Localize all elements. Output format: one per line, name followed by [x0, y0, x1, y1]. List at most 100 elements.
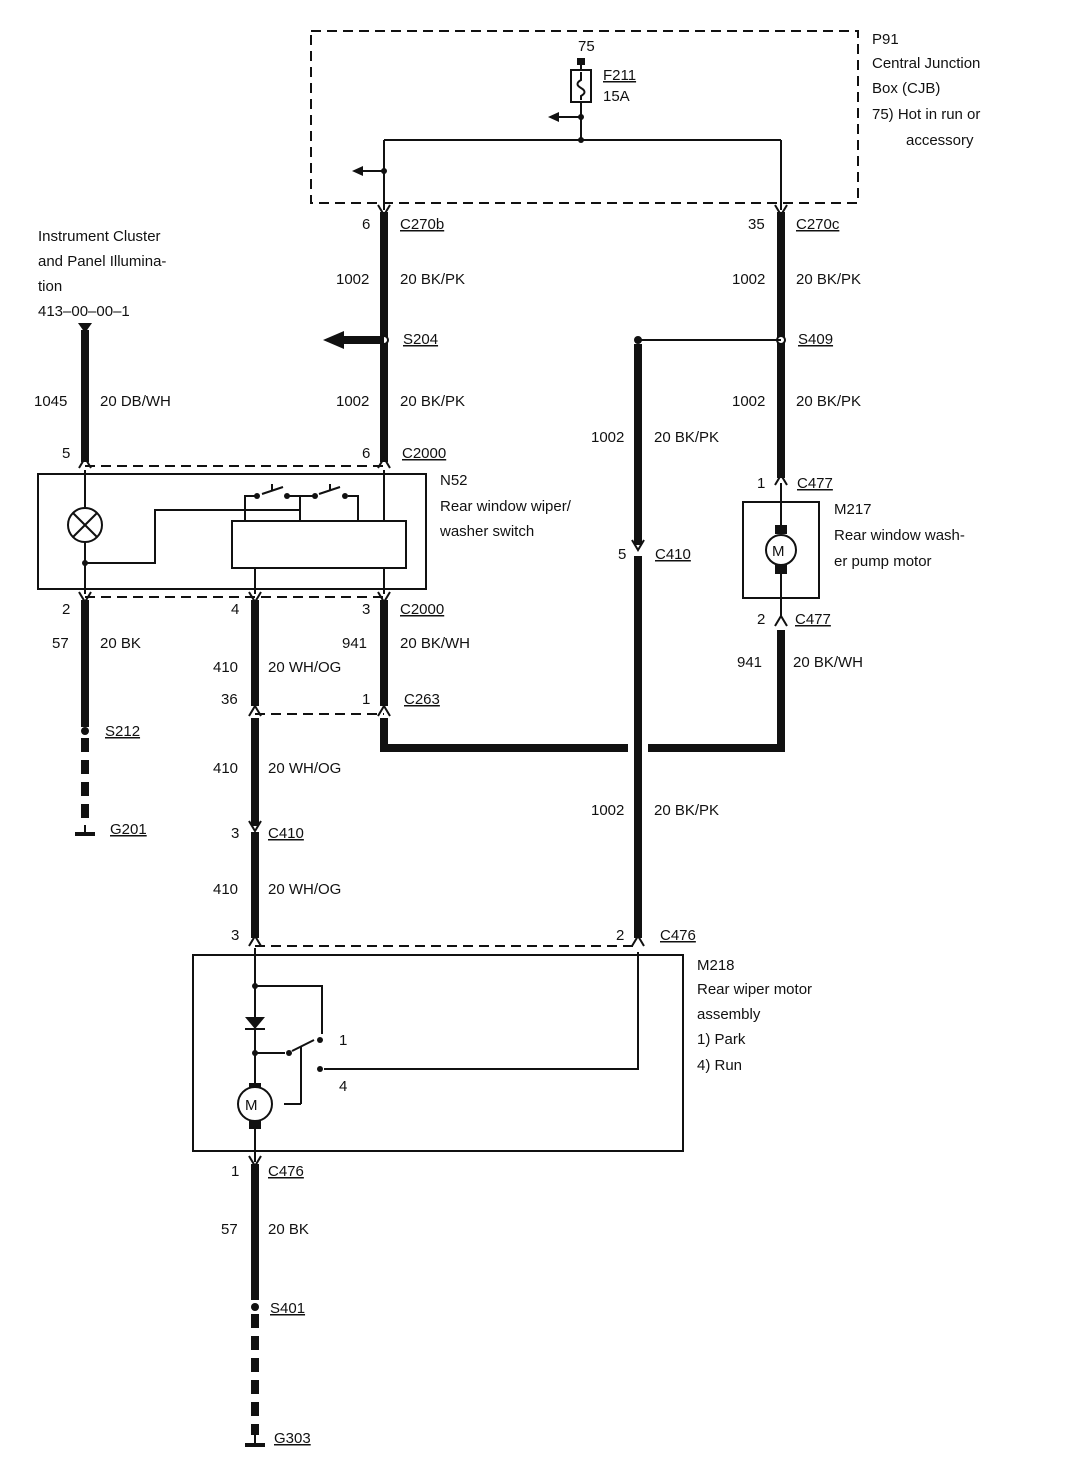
c410-right-label: C410 — [655, 546, 691, 563]
s212-label: S212 — [105, 723, 140, 740]
reference-arrow-icon — [78, 323, 92, 333]
c270b-pin: 6 — [362, 216, 370, 233]
cluster-ref-line4: 413–00–00–1 — [38, 303, 130, 320]
cjb-id: P91 — [872, 31, 899, 48]
wire-spec: 20 BK — [100, 635, 141, 652]
cluster-ref-line1: Instrument Cluster — [38, 228, 161, 245]
circuit-941: 3 C2000 941 20 BK/WH 1 C263 941 20 BK/WH — [342, 591, 863, 752]
wire-spec: 20 BK/WH — [793, 654, 863, 671]
c477-top-label: C477 — [797, 475, 833, 492]
c270c-label: C270c — [796, 216, 840, 233]
c2000-pin: 5 — [62, 445, 70, 462]
rear-wiper-washer-switch: N52 Rear window wiper/ washer switch — [37, 465, 572, 598]
cluster-ref-line3: tion — [38, 278, 62, 295]
rear-wiper-motor-assembly: M 1 4 3 M218 Rear wiper motor assembly 1… — [192, 927, 812, 1162]
c270b-label: C270b — [400, 216, 444, 233]
connector-chevron-icon — [631, 539, 645, 552]
c2000-pin: 6 — [362, 445, 370, 462]
fuse-pin-label: 75 — [578, 38, 595, 55]
c410-left-label: C410 — [268, 825, 304, 842]
wire-circuit: 1002 — [732, 271, 765, 288]
pump-name-line1: Rear window wash- — [834, 527, 965, 544]
wire-circuit: 1002 — [732, 393, 765, 410]
c263-pin: 36 — [221, 691, 238, 708]
c476-pin: 2 — [616, 927, 624, 944]
wire-spec: 20 BK/PK — [400, 271, 465, 288]
wire-spec: 20 BK/PK — [654, 802, 719, 819]
cjb-note-line2: accessory — [906, 132, 974, 149]
connector-chevron-icon — [377, 456, 391, 469]
wiper-switch-pin4: 4 — [339, 1078, 347, 1095]
connector-chevron-icon — [377, 704, 391, 717]
c476-bottom-label: C476 — [268, 1163, 304, 1180]
circuit-1002-wiper: 1002 20 BK/PK 2 C476 — [591, 556, 719, 947]
connector-chevron-icon — [248, 704, 262, 717]
c476-pin: 3 — [231, 927, 239, 944]
wire-spec: 20 DB/WH — [100, 393, 171, 410]
wire-spec: 20 BK/PK — [654, 429, 719, 446]
wire-circuit: 410 — [213, 881, 238, 898]
wire-spec: 20 BK/PK — [796, 393, 861, 410]
c2000-pin: 3 — [362, 601, 370, 618]
pump-id: M217 — [834, 501, 872, 518]
wire-spec: 20 BK — [268, 1221, 309, 1238]
wiper-name-line2: assembly — [697, 1006, 761, 1023]
fuse-rating-label: 15A — [603, 88, 630, 105]
cjb-name-line1: Central Junction — [872, 55, 980, 72]
wire-circuit: 410 — [213, 659, 238, 676]
s401-label: S401 — [270, 1300, 305, 1317]
c477-pin: 2 — [757, 611, 765, 628]
wire-circuit: 57 — [52, 635, 69, 652]
wire-circuit: 57 — [221, 1221, 238, 1238]
c2000-pin: 2 — [62, 601, 70, 618]
wire-circuit: 1002 — [336, 393, 369, 410]
washer-pump-motor: M 1 C477 M217 Rear window wash- er pump … — [742, 473, 965, 628]
wiper-id: M218 — [697, 957, 735, 974]
circuit-1002-left: 6 C270b 1002 20 BK/PK S204 1002 20 BK/PK… — [323, 204, 465, 469]
c2000-top-label: C2000 — [402, 445, 446, 462]
circuit-57-switch-ground: 2 57 20 BK S212 G201 — [52, 591, 147, 838]
s409-label: S409 — [798, 331, 833, 348]
cluster-ref-line2: and Panel Illumina- — [38, 253, 166, 270]
wiper-note-park: 1) Park — [697, 1031, 746, 1048]
cjb-name-line2: Box (CJB) — [872, 80, 940, 97]
switch-name-line1: Rear window wiper/ — [440, 498, 572, 515]
cjb-note-line1: 75) Hot in run or — [872, 106, 980, 123]
wire-circuit: 1002 — [591, 802, 624, 819]
circuit-57-wiper-ground: 1 C476 57 20 BK S401 G303 — [221, 1155, 311, 1447]
g201-label: G201 — [110, 821, 147, 838]
c2000-pin: 4 — [231, 601, 239, 618]
wire-circuit: 1002 — [336, 271, 369, 288]
wire-circuit: 1002 — [591, 429, 624, 446]
diode-icon — [245, 1017, 265, 1029]
wire-spec: 20 BK/PK — [796, 271, 861, 288]
c410-pin: 3 — [231, 825, 239, 842]
c263-label: C263 — [404, 691, 440, 708]
wiper-motor-symbol: M — [245, 1097, 258, 1114]
wire-spec: 20 WH/OG — [268, 659, 341, 676]
c410-pin: 5 — [618, 546, 626, 563]
wire-circuit: 1045 — [34, 393, 67, 410]
wire-spec: 20 BK/PK — [400, 393, 465, 410]
c476-top-label: C476 — [660, 927, 696, 944]
wiper-note-run: 4) Run — [697, 1057, 742, 1074]
switch-id: N52 — [440, 472, 468, 489]
central-junction-box: 75 F211 15A P91 Central Junction Box (CJ… — [310, 30, 980, 210]
switch-module — [231, 520, 407, 569]
cjb-outline — [310, 30, 859, 204]
connector-chevron-icon — [248, 934, 262, 947]
pump-motor-symbol: M — [772, 543, 785, 560]
switch-name-line2: washer switch — [439, 523, 534, 540]
wire-circuit: 941 — [342, 635, 367, 652]
fuse-terminal — [577, 58, 585, 65]
fuse-id-label: F211 — [603, 67, 636, 84]
arrow-left-icon — [548, 112, 559, 122]
wire-circuit: 410 — [213, 760, 238, 777]
c270c-pin: 35 — [748, 216, 765, 233]
circuit-1045: Instrument Cluster and Panel Illumina- t… — [34, 228, 171, 469]
c2000-bottom-label: C2000 — [400, 601, 444, 618]
s204-label: S204 — [403, 331, 438, 348]
arrow-left-icon — [323, 331, 344, 349]
arrow-left-icon — [352, 166, 363, 176]
